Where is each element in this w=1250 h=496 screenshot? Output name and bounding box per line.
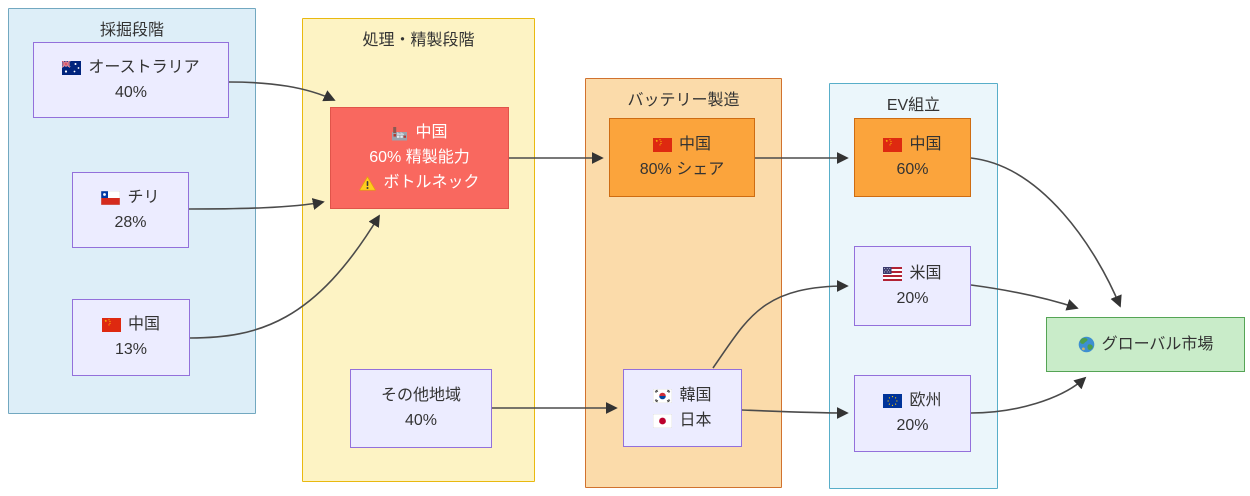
node-china-assembly-value: 60% [896,161,929,178]
stage-assembly-title: EV組立 [886,97,941,114]
node-korea-japan: 韓国 日本 [623,369,742,447]
stage-mining-title: 採掘段階 [99,22,164,39]
flag-chile-icon [101,190,121,205]
flag-china-icon [883,138,903,152]
node-china-mining-value: 13% [114,341,148,358]
node-europe-label: 欧州 [909,392,942,409]
node-china-battery: 中国 80% シェア [609,118,755,197]
flag-usa-icon [883,266,903,281]
node-usa-label: 米国 [909,264,942,282]
globe-icon [1078,336,1095,353]
factory-icon [391,126,408,141]
node-other-regions-label: その他地域 [380,387,461,404]
stage-battery-title: バッテリー製造 [627,92,740,109]
node-global-market-label: グローバル市場 [1101,335,1214,353]
flag-japan-icon [653,413,673,428]
node-other-regions-value: 40% [404,412,438,429]
node-korea-label: 韓国 [679,386,712,404]
node-china-refining-label: 中国 [415,124,448,141]
node-china-mining-label: 中国 [127,316,160,333]
flag-australia-icon [62,60,82,75]
node-japan-label: 日本 [679,411,712,429]
node-europe: 欧州 20% [854,375,971,452]
node-chile: チリ 28% [72,172,189,248]
node-china-assembly-label: 中国 [909,136,942,153]
node-china-battery-value: 80% シェア [639,161,725,178]
node-china-refining-value: 60% 精製能力 [369,149,470,166]
node-other-regions: その他地域 40% [350,369,492,448]
node-europe-value: 20% [896,417,929,434]
node-global-market: グローバル市場 [1046,317,1245,372]
warning-icon [359,175,377,191]
node-china-refining-warning: ボトルネック [383,174,480,191]
node-australia-value: 40% [114,83,148,101]
node-china-assembly: 中国 60% [854,118,971,197]
flag-eu-icon [883,394,903,408]
flag-south-korea-icon [653,388,673,403]
node-china-battery-label: 中国 [678,136,711,153]
flag-china-icon [652,138,672,152]
node-china-refining-bottleneck: 中国 60% 精製能力 ボトルネック [330,107,509,209]
node-australia-label: オーストラリア [88,58,200,76]
flag-china-icon [101,318,121,332]
node-china-mining: 中国 13% [72,299,190,376]
node-chile-label: チリ [127,188,160,206]
stage-refining-title: 処理・精製段階 [362,32,475,49]
node-chile-value: 28% [114,213,147,231]
node-usa-value: 20% [896,289,929,307]
node-usa: 米国 20% [854,246,971,326]
node-australia: オーストラリア 40% [33,42,229,118]
